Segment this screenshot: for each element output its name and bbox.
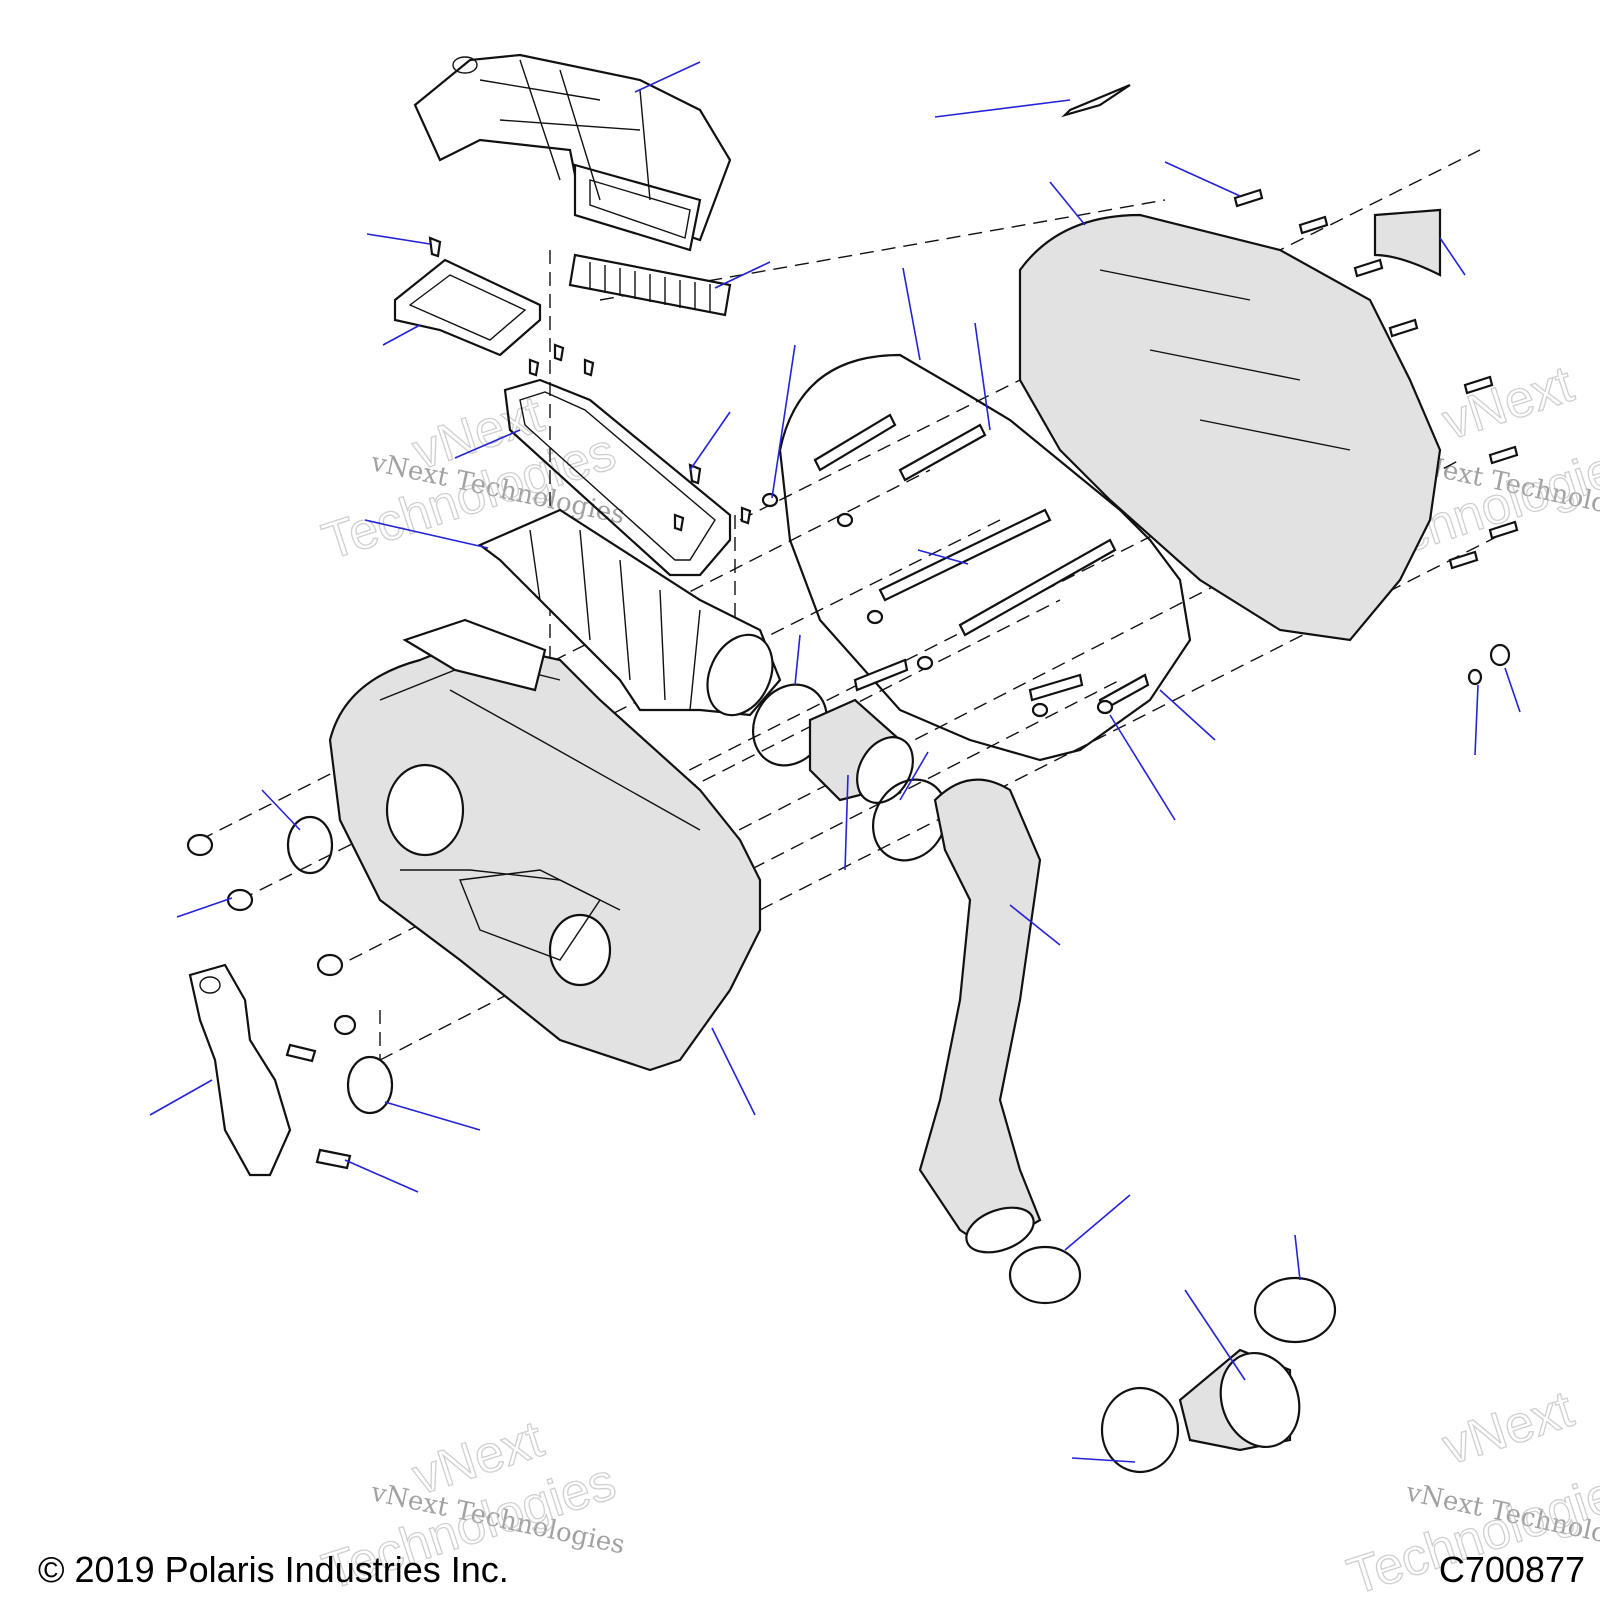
- figure-id: C700877: [1439, 1549, 1585, 1590]
- part-5-bracket: [188, 963, 292, 1177]
- washers-right: [1467, 643, 1511, 686]
- part-15-decal: [1373, 208, 1442, 277]
- watermark-outline: vNext: [1436, 355, 1581, 451]
- bolts-long: [761, 413, 1150, 718]
- part-7-inlet-duct: [413, 53, 732, 252]
- bolts-outer: [1233, 188, 1519, 570]
- part-1-gasket: [778, 353, 1192, 762]
- part-10-outer-cover: [1018, 213, 1442, 642]
- copyright-text: © 2019 Polaris Industries Inc.: [38, 1549, 509, 1590]
- part-28-decal: [1061, 83, 1131, 118]
- part-9-gasket-frame: [503, 378, 732, 577]
- part-3-screen: [568, 253, 732, 317]
- part-14-cover-plate: [393, 258, 542, 357]
- screws-top: [428, 236, 752, 532]
- part-6-ribbed-duct: [477, 508, 782, 717]
- watermark-outline: vNext: [1436, 1380, 1581, 1476]
- leader-lines: [149, 61, 1521, 1463]
- part-17-long-duct: [918, 778, 1042, 1254]
- clamps-lower: [1008, 1245, 1337, 1474]
- clamps-and-coupler: [752, 683, 948, 862]
- part-4-inner-cover: [328, 618, 762, 1072]
